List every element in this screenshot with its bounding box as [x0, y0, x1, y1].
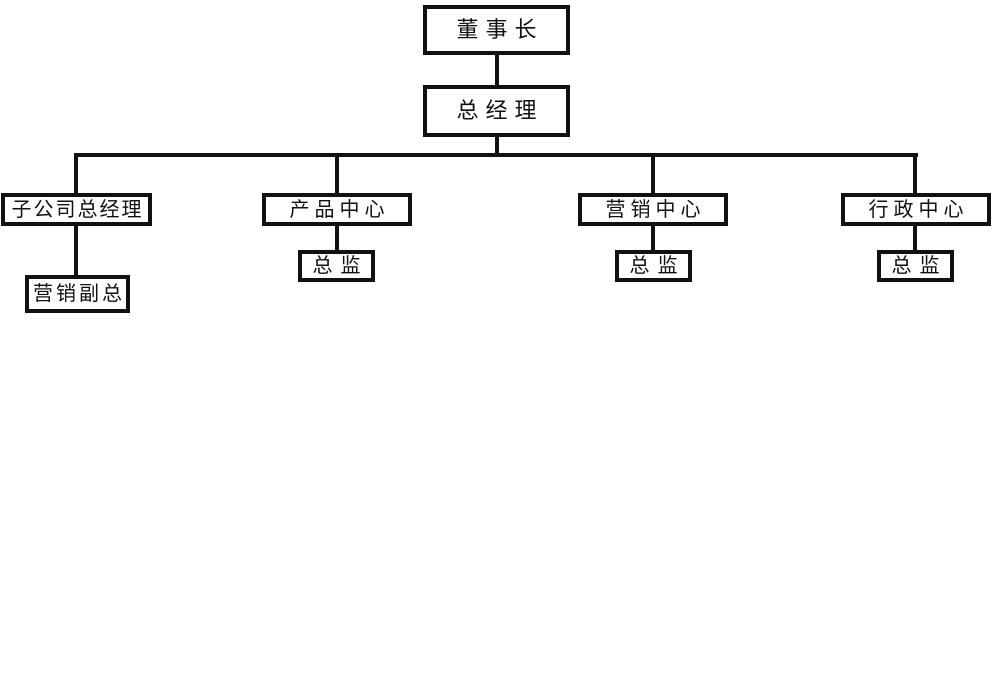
org-node-marketing-vp: 营销副总 [25, 275, 130, 313]
connector-subsidiary-gm-to-marketing-vp [74, 226, 78, 275]
connector-marketing-center-to-director [651, 226, 655, 250]
connector-gm-to-bus [495, 137, 499, 157]
connector-product-center-to-director [335, 226, 339, 250]
org-node-general-manager: 总经理 [423, 85, 570, 137]
org-node-director-admin: 总监 [877, 250, 954, 282]
org-node-marketing-center: 营销中心 [578, 193, 728, 226]
org-node-chairman: 董事长 [423, 5, 570, 55]
connector-bus-to-subsidiary-gm [74, 153, 78, 193]
org-node-admin-center: 行政中心 [841, 193, 991, 226]
org-node-subsidiary-general-manager: 子公司总经理 [1, 193, 152, 226]
org-node-director-product: 总监 [298, 250, 375, 282]
connector-bus-to-marketing-center [651, 153, 655, 193]
org-node-product-center: 产品中心 [262, 193, 412, 226]
connector-horizontal-bus [74, 153, 918, 157]
org-node-director-marketing: 总监 [615, 250, 692, 282]
connector-admin-center-to-director [913, 226, 917, 250]
connector-chairman-to-gm [495, 55, 499, 85]
connector-bus-to-product-center [335, 153, 339, 193]
connector-bus-to-admin-center [913, 153, 917, 193]
